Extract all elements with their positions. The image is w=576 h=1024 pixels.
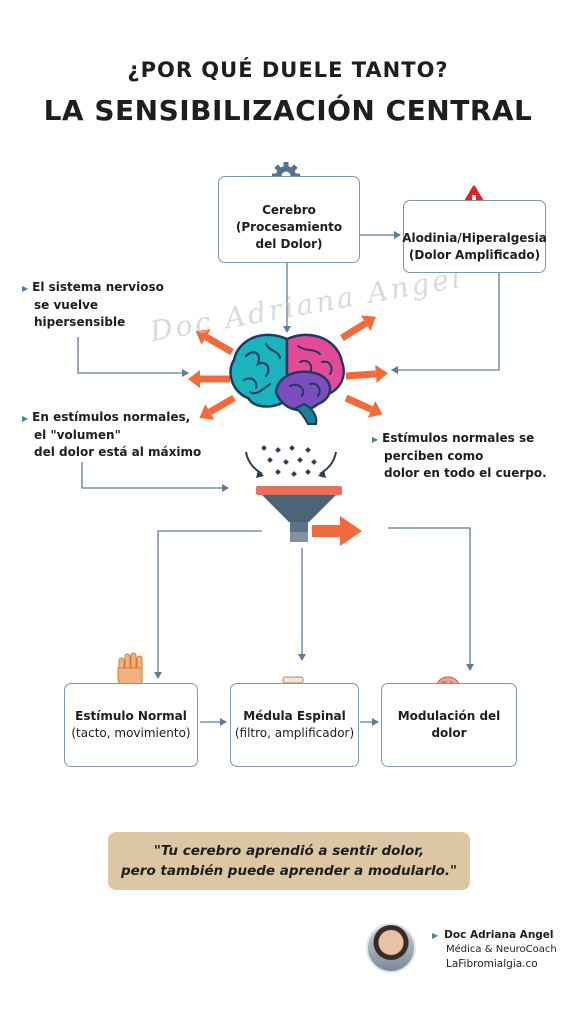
bullet-icon: ▶ xyxy=(22,284,29,293)
note-estimulos-line-2: perciben como xyxy=(384,449,484,463)
arrow-volumen-funnel xyxy=(81,462,229,492)
alodinia-line-1: Alodinia/Hiperalgesia xyxy=(402,230,547,245)
cerebro-line-2: (Procesamiento xyxy=(235,220,343,234)
bullet-icon: ▶ xyxy=(432,931,439,940)
brain-illustration xyxy=(229,333,345,425)
arrow-funnel-estimulo xyxy=(154,530,262,679)
quote-line-1: "Tu cerebro aprendió a sentir dolor, xyxy=(153,843,425,859)
note-estimulos-line-3: dolor en todo el cuerpo. xyxy=(384,466,547,480)
modulacion-line-2: dolor xyxy=(431,726,467,740)
funnel-icon xyxy=(256,486,342,542)
title-line-2: LA SENSIBILIZACIÓN CENTRAL xyxy=(43,94,533,127)
bullet-icon: ▶ xyxy=(22,414,29,423)
note-hipersensible-line-2: se vuelve xyxy=(34,298,99,312)
box-medula-espinal: Médula Espinal (filtro, amplificador) xyxy=(230,683,359,767)
quote-line-2: pero también puede aprender a modularlo.… xyxy=(120,863,458,879)
note-hipersensible-line-3: hipersensible xyxy=(34,315,126,329)
sparkles xyxy=(245,445,337,478)
title-line-1: ¿POR QUÉ DUELE TANTO? xyxy=(127,58,449,82)
note-volumen: ▶En estímulos normales, el "volumen" del… xyxy=(22,409,201,461)
signature-name: Doc Adriana Angel xyxy=(444,929,554,941)
box-cerebro: Cerebro (Procesamiento del Dolor) xyxy=(218,176,360,263)
alodinia-line-2: (Dolor Amplificado) xyxy=(408,247,541,262)
note-volumen-line-3: del dolor está al máximo xyxy=(34,445,202,459)
box-alodinia: Alodinia/Hiperalgesia (Dolor Amplificado… xyxy=(402,200,547,273)
avatar xyxy=(366,923,416,973)
bullet-icon: ▶ xyxy=(372,435,379,444)
note-volumen-line-1: En estímulos normales, xyxy=(32,410,191,424)
estimulo-sub: (tacto, movimiento) xyxy=(71,726,191,740)
signature: ▶ Doc Adriana Angel Médica & NeuroCoach L… xyxy=(432,928,557,971)
arrow-to-modulacion xyxy=(388,527,474,671)
signature-site: LaFibromialgia.co xyxy=(446,958,538,970)
orange-arrows xyxy=(188,315,388,546)
box-estimulo-normal: Estímulo Normal (tacto, movimiento) xyxy=(64,683,198,767)
note-hipersensible: ▶El sistema nervioso se vuelve hipersens… xyxy=(22,279,164,331)
quote-box: "Tu cerebro aprendió a sentir dolor, per… xyxy=(108,832,470,890)
estimulo-title: Estímulo Normal xyxy=(75,709,187,723)
note-estimulos-line-1: Estímulos normales se xyxy=(382,431,535,445)
medula-title: Médula Espinal xyxy=(243,709,346,723)
modulacion-line-1: Modulación del xyxy=(397,709,501,723)
cerebro-line-1: Cerebro xyxy=(262,203,316,217)
medula-sub: (filtro, amplificador) xyxy=(234,726,355,740)
note-volumen-line-2: el "volumen" xyxy=(34,428,121,442)
note-hipersensible-line-1: El sistema nervioso xyxy=(32,280,164,294)
box-modulacion: Modulación del dolor xyxy=(381,683,517,767)
arrow-hipersensible-brain xyxy=(77,337,189,377)
cerebro-line-3: del Dolor) xyxy=(255,237,323,251)
arrow-alodinia-brain xyxy=(391,273,500,374)
note-estimulos: ▶Estímulos normales se perciben como dol… xyxy=(372,430,547,482)
signature-role: Médica & NeuroCoach xyxy=(446,944,557,955)
